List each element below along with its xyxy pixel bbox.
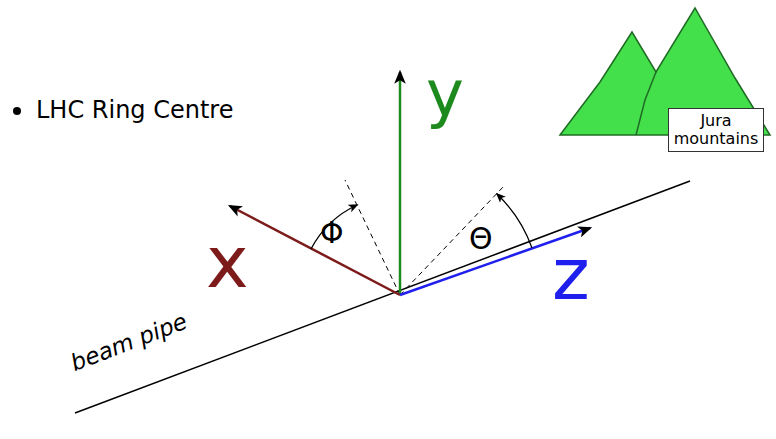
- ring-centre-dot: [13, 107, 21, 115]
- axis-name: y: [426, 62, 464, 126]
- y-axis: [399, 72, 402, 295]
- theta-arc: [497, 194, 532, 248]
- x-axis: [230, 206, 400, 295]
- beam-pipe-label: beam pipe: [68, 310, 190, 375]
- beam-pipe-line: [75, 181, 690, 413]
- axis-name: x: [206, 226, 249, 298]
- angle-symbol: Φ: [320, 218, 344, 248]
- mountain-label-box: Jura mountains: [668, 108, 765, 153]
- mountain-ridge: [636, 72, 656, 135]
- mountain-name: Jura mountains: [674, 112, 759, 149]
- phi-arc: [311, 205, 357, 249]
- theta-reference-line: [400, 185, 505, 295]
- location-label: LHC Ring Centre: [36, 98, 233, 122]
- axis-name: z: [552, 238, 590, 310]
- phi-reference-line: [345, 180, 400, 295]
- angle-symbol: Θ: [469, 224, 493, 254]
